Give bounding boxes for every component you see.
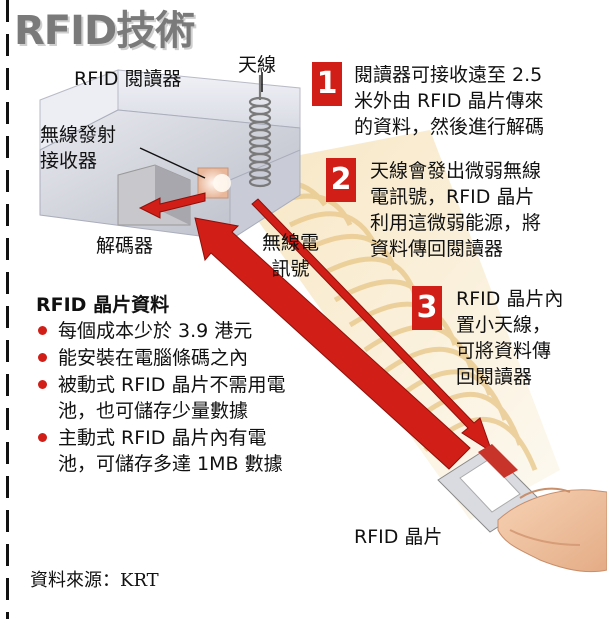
fact-item: 每個成本少於 3.9 港元 — [34, 318, 304, 344]
step-1-text: 閱讀器可接收遠至 2.5 米外由 RFID 晶片傳來 的資料，然後進行解碼 — [354, 64, 545, 138]
step-1-badge: 1 — [312, 62, 342, 106]
facts-list: 每個成本少於 3.9 港元 能安裝在電腦條碼之內 被動式 RFID 晶片不需用電… — [34, 318, 304, 478]
rfid-reader-device — [39, 69, 301, 241]
decoder-label: 解碼器 — [96, 235, 154, 257]
step-3-text: RFID 晶片內 置小天線， 可將資料傳 回閱讀器 — [456, 288, 564, 388]
leader-lines — [139, 72, 263, 179]
fact-text: 每個成本少於 3.9 港元 — [58, 320, 253, 342]
bullet-dot-icon — [38, 380, 47, 389]
antenna-coil — [248, 75, 272, 188]
fact-item: 能安裝在電腦條碼之內 — [34, 345, 304, 371]
signal-arrows — [138, 192, 493, 470]
source-credit: 資料來源：KRT — [30, 570, 159, 591]
fact-item: 主動式 RFID 晶片內有電池，可儲存多達 1MB 數據 — [34, 425, 304, 477]
fact-text: 能安裝在電腦條碼之內 — [58, 347, 249, 369]
reader-label: RFID 閱讀器 — [74, 68, 182, 90]
facts-title: RFID 晶片資料 — [36, 294, 170, 316]
transceiver-label: 無線發射 接收器 — [40, 124, 117, 172]
hand-holding-chip — [497, 487, 607, 573]
fact-item: 被動式 RFID 晶片不需用電池，也可儲存少量數據 — [34, 372, 304, 424]
step-3-badge: 3 — [412, 286, 442, 330]
page-title: RFID技術 — [14, 8, 195, 54]
step-2-text: 天線會發出微弱無線 電訊號，RFID 晶片 利用這微弱能源，將 資料傳回閱讀器 — [370, 160, 542, 260]
bullet-dot-icon — [38, 353, 47, 362]
step-2-badge: 2 — [326, 158, 356, 202]
chip-label: RFID 晶片 — [354, 526, 443, 548]
margin-dash-line — [6, 0, 9, 619]
radio-signal-label: 無線電 訊號 — [262, 232, 320, 280]
fact-text: 被動式 RFID 晶片不需用電池，也可儲存少量數據 — [58, 374, 286, 422]
bullet-dot-icon — [38, 433, 47, 442]
antenna-label: 天線 — [238, 54, 277, 76]
fact-text: 主動式 RFID 晶片內有電池，可儲存多達 1MB 數據 — [58, 427, 283, 475]
bullet-dot-icon — [38, 326, 47, 335]
